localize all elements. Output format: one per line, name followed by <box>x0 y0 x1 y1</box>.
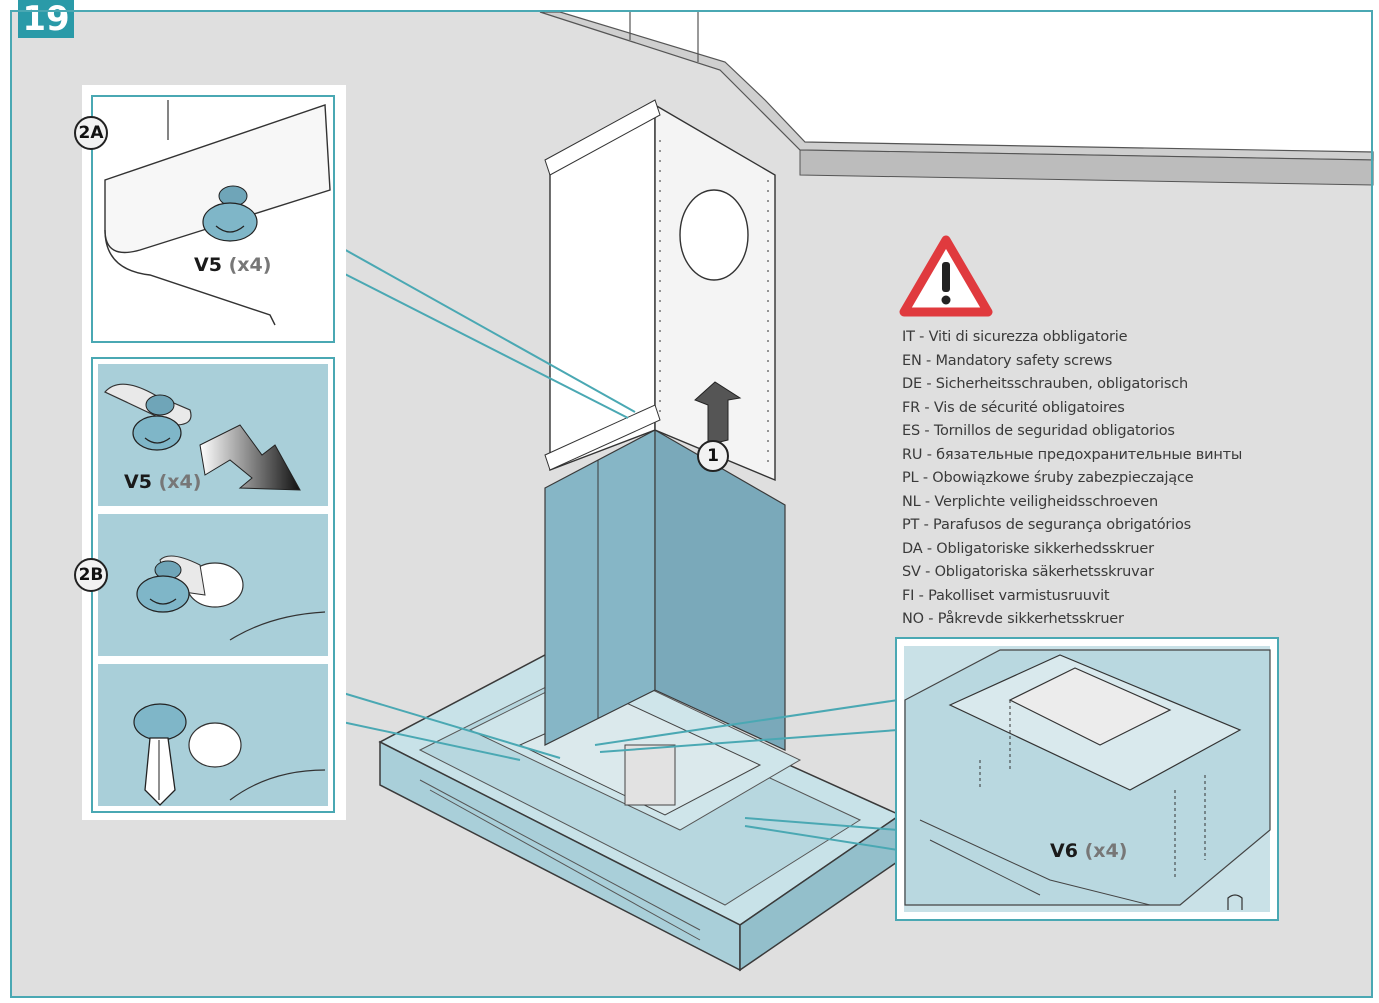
lower-chimney <box>544 428 786 751</box>
label-v5-mid: V5 (x4) <box>124 471 201 493</box>
safety-notice-item: DE - Sicherheitsschrauben, obligatorisch <box>902 376 1188 392</box>
callout-2a: 2A <box>74 116 108 150</box>
label-qty: (x4) <box>228 254 272 276</box>
safety-notice-item: FR - Vis de sécurité obligatoires <box>902 399 1125 416</box>
callout-2b: 2B <box>74 558 108 592</box>
safety-notice-item: EN - Mandatory safety screws <box>902 352 1113 369</box>
screw-icon <box>202 185 258 242</box>
arrow-up-icon <box>694 381 742 446</box>
label-code: V5 <box>194 254 222 276</box>
safety-notice-item: ES - Tornillos de seguridad obligatorios <box>902 423 1175 439</box>
safety-notice-item: DA - Obligatoriske sikkerhedsskruer <box>902 540 1154 557</box>
leader-lines <box>332 242 899 851</box>
label-code: V5 <box>124 471 152 493</box>
safety-notice-item: NL - Verplichte veiligheidsschroeven <box>902 493 1159 510</box>
step-number-badge: 19 <box>18 0 74 38</box>
safety-notice-item: NO - Påkrevde sikkerhetsskruer <box>902 611 1124 627</box>
diagram-frame <box>10 10 1373 998</box>
safety-notice-list: IT - Viti di sicurezza obbligatorie EN -… <box>902 326 1242 632</box>
safety-notice-item: PL - Obowiązkowe śruby zabezpieczające <box>902 470 1194 486</box>
label-code: V6 <box>1050 840 1078 862</box>
label-qty: (x4) <box>1084 840 1128 862</box>
detail-panel-v6 <box>895 637 1279 921</box>
safety-notice-item: FI - Pakolliset varmistusruuvit <box>902 587 1110 604</box>
safety-notice-item: RU - бязательные предохранительные винты <box>902 446 1243 463</box>
detail-panel-2b <box>82 352 346 820</box>
callout-step-1: 1 <box>697 440 729 472</box>
arrow-down-right-icon <box>199 424 301 491</box>
detail-panel-2a <box>82 85 346 353</box>
label-v5-top: V5 (x4) <box>194 254 271 276</box>
safety-notice-item: PT - Parafusos de segurança obrigatórios <box>902 517 1191 533</box>
screwdriver-icon <box>144 737 176 806</box>
label-qty: (x4) <box>158 471 202 493</box>
label-v6: V6 (x4) <box>1050 840 1127 862</box>
safety-notice-item: IT - Viti di sicurezza obbligatorie <box>902 329 1128 345</box>
warning-icon <box>899 235 993 317</box>
safety-notice-item: SV - Obligatoriska säkerhetsskruvar <box>902 564 1154 580</box>
